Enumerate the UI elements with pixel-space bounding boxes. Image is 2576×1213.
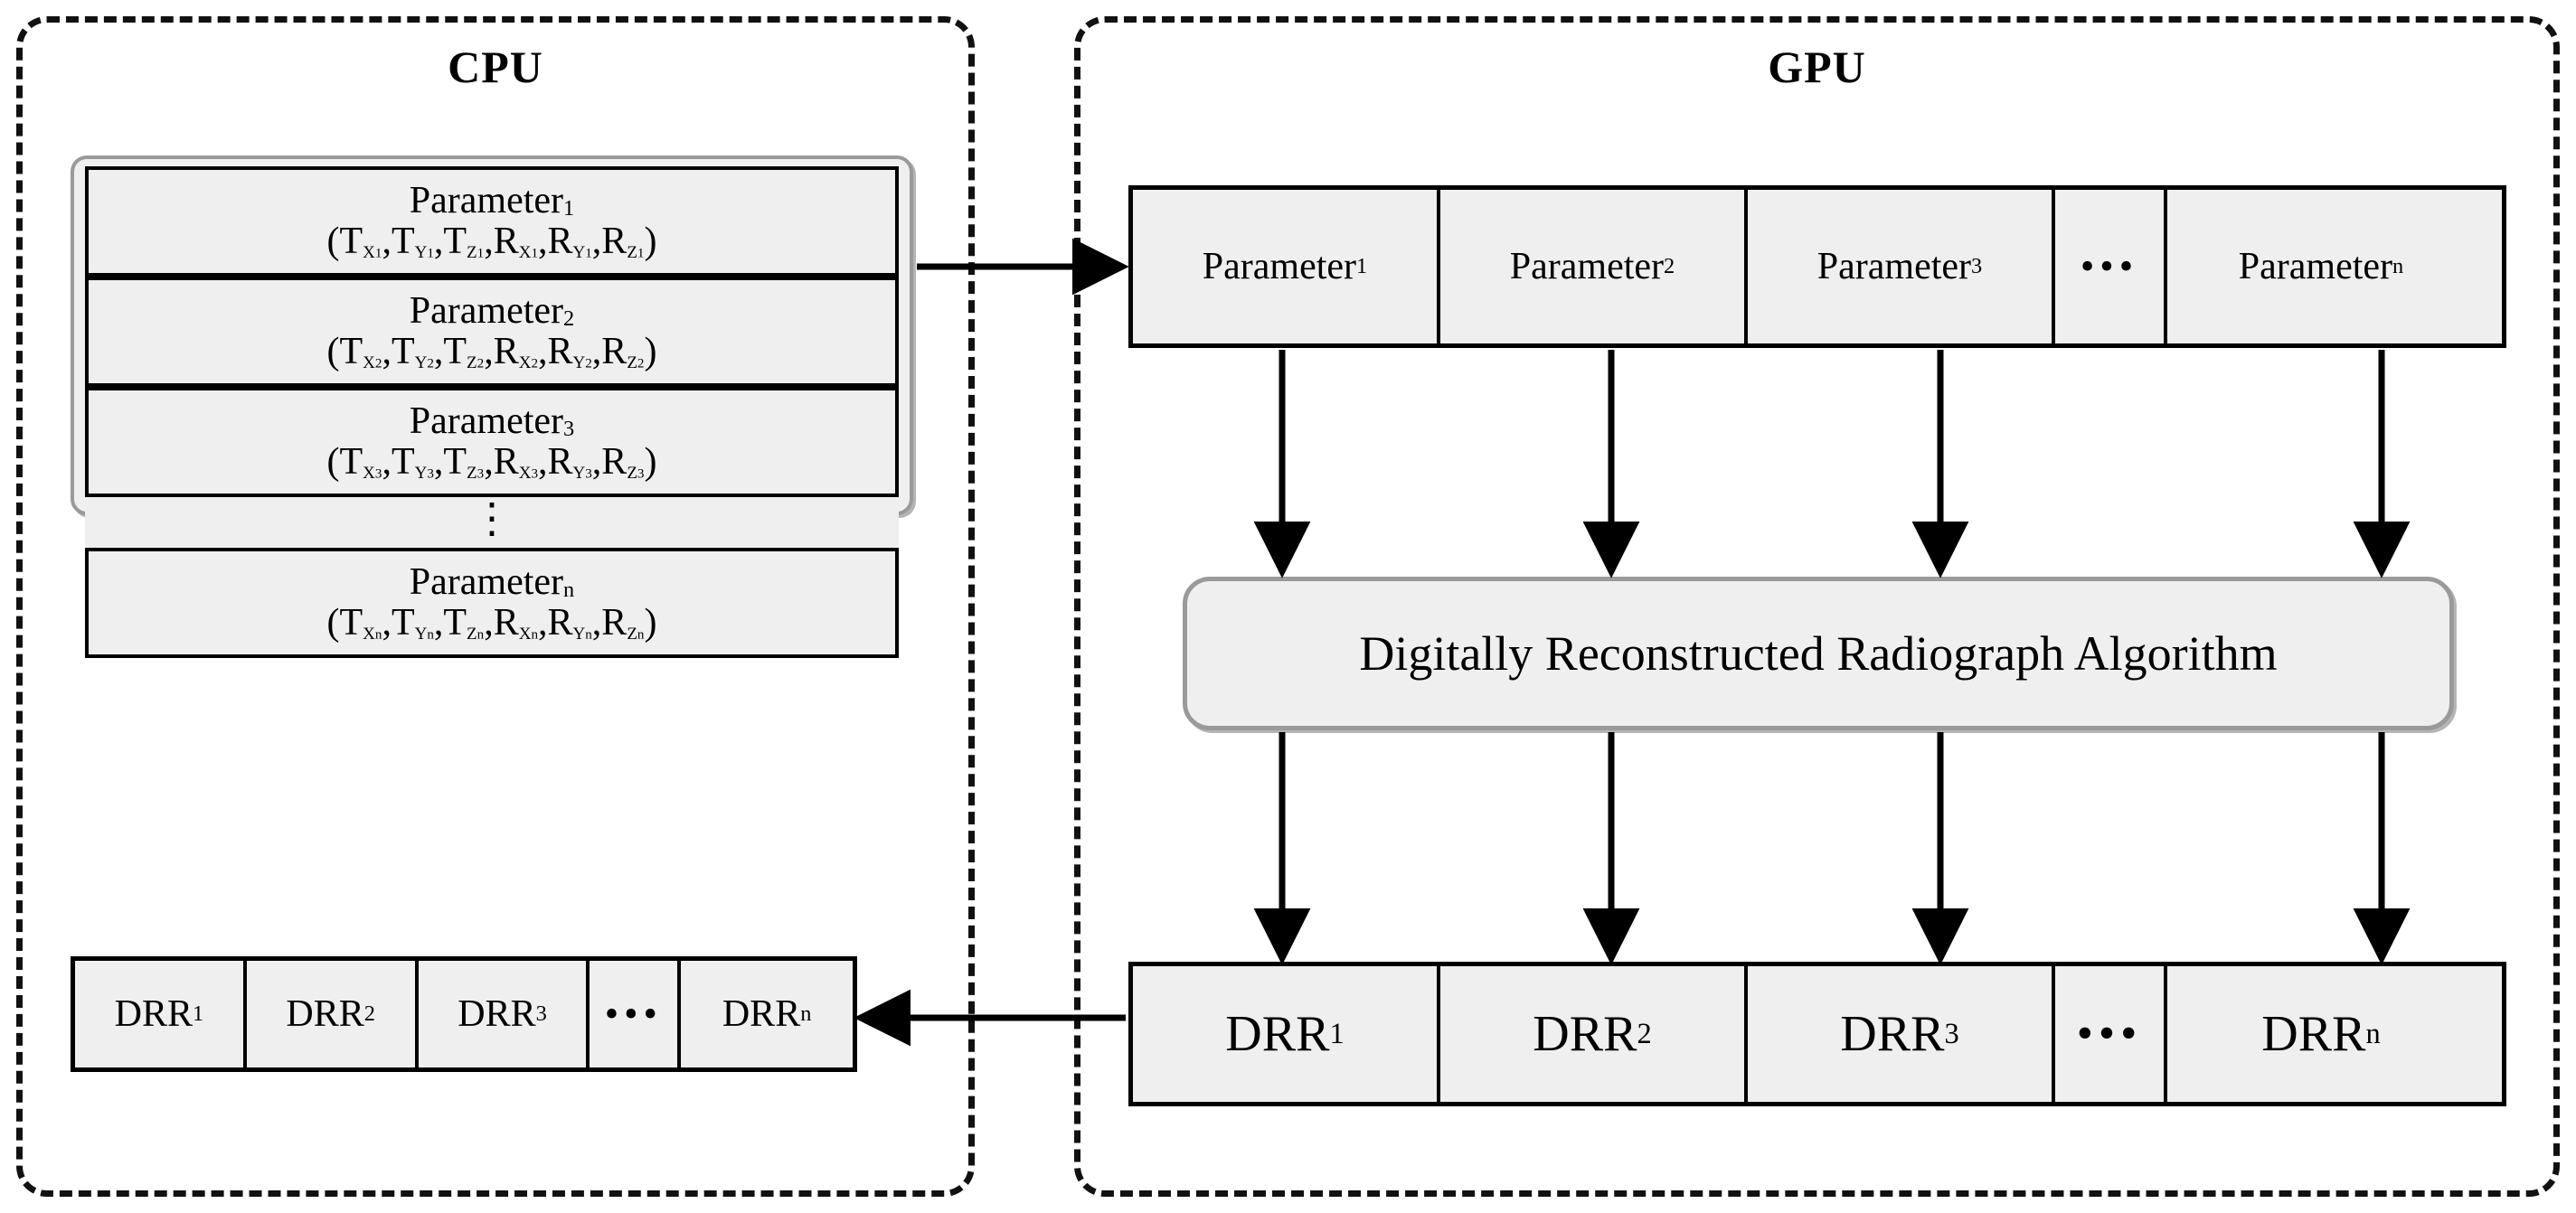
cpu-parameter-name-n: Parametern: [409, 561, 575, 604]
gpu-parameter-cell-ellipsis: •••: [2055, 190, 2167, 343]
cpu-parameter-tuple-3: (TX3,TY3,TZ3,RX3,RY3,RZ3): [326, 441, 657, 483]
cpu-parameter-name-1: Parameter1: [409, 180, 575, 222]
gpu-panel: GPU: [1074, 16, 2560, 1197]
cpu-parameter-tuple-n: (TXn,TYn,TZn,RXn,RYn,RZn): [326, 602, 657, 644]
drr-algorithm-label: Digitally Reconstructed Radiograph Algor…: [1359, 626, 2278, 681]
cpu-parameter-box-1[interactable]: Parameter1 (TX1,TY1,TZ1,RX1,RY1,RZ1): [85, 166, 899, 277]
cpu-parameter-vertical-ellipsis: ⋮: [85, 497, 899, 548]
cpu-parameter-tuple-1: (TX1,TY1,TZ1,RX1,RY1,RZ1): [326, 221, 657, 262]
cpu-drr-cell-ellipsis: •••: [590, 961, 682, 1067]
cpu-parameter-box-3[interactable]: Parameter3 (TX3,TY3,TZ3,RX3,RY3,RZ3): [85, 387, 899, 497]
cpu-parameter-tuple-2: (TX2,TY2,TZ2,RX2,RY2,RZ2): [326, 331, 657, 372]
gpu-drr-cell-ellipsis: •••: [2055, 966, 2167, 1102]
horizontal-ellipsis-icon: •••: [604, 992, 663, 1036]
cpu-parameter-stack: Parameter1 (TX1,TY1,TZ1,RX1,RY1,RZ1) Par…: [71, 155, 913, 658]
cpu-parameter-name-3: Parameter3: [409, 400, 575, 443]
cpu-panel-title: CPU: [448, 42, 543, 92]
vertical-ellipsis-glyph: ⋮: [471, 495, 513, 542]
gpu-panel-title: GPU: [1768, 42, 1866, 92]
cpu-panel: CPU: [16, 16, 975, 1197]
cpu-parameter-box-n[interactable]: Parametern (TXn,TYn,TZn,RXn,RYn,RZn): [85, 548, 899, 658]
drr-algorithm-box[interactable]: Digitally Reconstructed Radiograph Algor…: [1183, 577, 2454, 730]
horizontal-ellipsis-icon: •••: [2080, 244, 2139, 288]
horizontal-ellipsis-icon: •••: [2076, 1008, 2143, 1059]
cpu-parameter-box-2[interactable]: Parameter2 (TX2,TY2,TZ2,RX2,RY2,RZ2): [85, 277, 899, 387]
cpu-parameter-name-2: Parameter2: [409, 290, 575, 333]
